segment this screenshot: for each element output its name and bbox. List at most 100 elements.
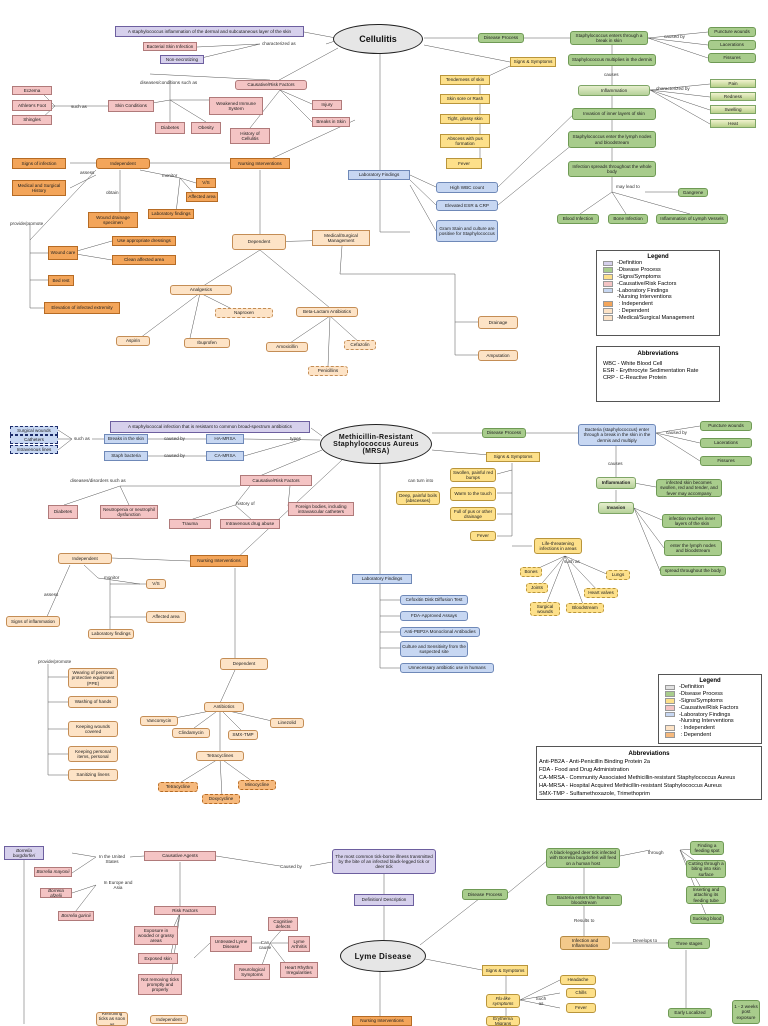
culture-sensitivity: Culture and Sensitivity from the suspect… xyxy=(400,641,468,657)
aspirin: Aspirin xyxy=(116,336,150,346)
legend-2-title: Legend xyxy=(699,678,721,684)
obtain-label: obtain xyxy=(106,190,119,195)
legend-swatch xyxy=(665,705,675,711)
characterized-by-label: characterized by xyxy=(656,86,690,91)
wearing-ppe: Wearing of personal protective equipment… xyxy=(68,668,118,688)
infection-spreads: Infection spreads throughout the whole b… xyxy=(568,161,656,177)
abbreviation-item: SMX-TMP - Sulfamethoxazole, Trimethoprim xyxy=(539,791,650,797)
infection-reaches-layers: infection reaches inner layers of the sk… xyxy=(662,514,722,528)
deep-painful-boils: Deep, painful boils (abscesses) xyxy=(396,491,440,505)
gram-stain: Gram Stain and culture are positive for … xyxy=(436,220,498,242)
keeping-wounds-covered: Keeping wounds covered xyxy=(68,721,118,737)
legend-1-item-3: Causative/Risk Factors xyxy=(618,280,677,287)
clindamycin: Clindamycin xyxy=(172,728,210,738)
early-localized: Early Localized xyxy=(668,1008,712,1018)
legend-swatch xyxy=(665,684,675,691)
erythema-migrans: Erythema Migrans xyxy=(486,1016,520,1026)
cefazolin: Cefazolin xyxy=(344,340,376,350)
legend-2-item-1: Disease Process xyxy=(680,691,723,698)
such-as-label: such as xyxy=(71,104,87,109)
mrsa-fissures: Fissures xyxy=(700,456,752,466)
assess-label: assess xyxy=(44,592,59,597)
legend-1-row: - Definition xyxy=(603,260,719,267)
bloodstream: Bloodstream xyxy=(566,603,604,613)
joints: Joints xyxy=(526,583,548,593)
lymph-vessels-inflammation: Inflammation of Lymph Vessels xyxy=(656,214,728,224)
pus-drainage: Full of pus or other drainage xyxy=(450,507,496,521)
abbreviation-item: ESR - Erythrocyte Sedimentation Rate xyxy=(603,368,699,374)
swollen-red-bumps: Swollen, painful red bumps xyxy=(450,468,496,482)
lyme-disease-process: Disease Process xyxy=(462,889,508,900)
mrsa-nursing-interventions: Nursing Interventions xyxy=(190,555,248,567)
mrsa-title-line-1: Methicillin-Resistant xyxy=(338,433,414,441)
results-to-label: Results to xyxy=(574,918,595,923)
gangrene: Gangrene xyxy=(678,188,708,197)
legend-1-row: - Signs/Symptoms xyxy=(603,274,719,281)
unnecessary-antibiotic: Unnecessary antibiotic use in humans xyxy=(400,663,494,673)
flu-like-symptoms: Flu-like symptoms xyxy=(486,994,520,1008)
legend-1-title: Legend xyxy=(647,254,669,260)
mrsa-invasion: Invasion xyxy=(598,502,634,514)
lyme-independent: Independent xyxy=(150,1015,188,1024)
spread-throughout-body: spread throughout the body xyxy=(660,566,726,576)
legend-1-row: - Nursing Interventions xyxy=(603,294,719,301)
dependent: Dependent xyxy=(232,234,286,250)
legend-2-row: - Causative/Risk Factors xyxy=(665,704,761,711)
weakened-immune-system: Weakened Immune System xyxy=(209,97,263,115)
caused-by-label: Caused by xyxy=(280,864,302,869)
keeping-personal-items: Keeping personal items, personal xyxy=(68,746,118,762)
staph-bacteria: Staph bacteria xyxy=(104,451,148,461)
antibiotics: Antibiotics xyxy=(204,702,244,712)
mrsa-fever: Fever xyxy=(470,531,496,541)
medical-surgical-history: Medical and Surgical History xyxy=(12,180,66,196)
legend-swatch xyxy=(603,287,613,294)
legend-1-row: - Laboratory Findings xyxy=(603,287,719,294)
such-as-label: such as xyxy=(74,436,90,441)
legend-swatch xyxy=(603,308,613,314)
such-as-label-2: such as xyxy=(564,559,580,564)
history-of-label: history of xyxy=(236,501,255,506)
catheters: Catheters xyxy=(10,435,58,444)
borrelia-garinii: Borrelia garinii xyxy=(58,911,94,921)
causative-risk-factors: Causative/Risk Factors xyxy=(235,80,307,90)
mrsa-vs: V/S xyxy=(146,579,166,589)
mrsa-title-line-3: (MRSA) xyxy=(362,447,390,455)
monitor-label: monitor xyxy=(162,173,178,178)
legend-2-item-4: Laboratory Findings xyxy=(680,711,731,718)
legend-1-item-0: Definition xyxy=(618,260,643,267)
borrelia-afzelii: Borrelia afzelii xyxy=(40,888,72,898)
heart-valves: Heart valves xyxy=(584,588,618,598)
legend-2-item-5: Nursing Interventions xyxy=(680,718,734,725)
trauma: Trauma xyxy=(169,519,211,529)
athletes-foot: Athlete's Foot xyxy=(12,100,52,111)
minocycline: Minocycline xyxy=(238,780,276,790)
borrelia-burgdorferi: Borrelia burgdorferi xyxy=(4,846,44,860)
develops-to-label: Develops to xyxy=(632,938,658,943)
eczema: Eczema xyxy=(12,86,52,95)
surgical-wounds-site: Surgical wounds xyxy=(530,602,560,616)
not-removing-ticks: Not removing ticks promptly and properly xyxy=(138,974,182,995)
causative-agents: Causative Agents xyxy=(144,851,216,861)
lungs: Lungs xyxy=(606,570,630,580)
puncture-wounds: Puncture wounds xyxy=(708,27,756,37)
bacterial-skin-infection: Bacterial Skin Infection xyxy=(143,42,197,51)
laboratory-findings-monitor: Laboratory findings xyxy=(148,209,194,219)
legend-2-row: - Disease Process xyxy=(665,691,761,698)
anti-pbp2a: Anti-PBP2A Monoclonal Antibodies xyxy=(400,627,480,637)
assess-label: assess xyxy=(80,170,95,175)
borrelia-mayonii: Borrelia mayonii xyxy=(34,867,72,877)
cellulitis-title: Cellulitis xyxy=(333,24,423,54)
foreign-bodies: Foreign bodies, including intravascular … xyxy=(288,502,354,516)
legend-1-item-6: : Independent xyxy=(618,301,653,308)
wound-care: Wound care xyxy=(48,246,78,260)
tetracyclines: Tetracyclines xyxy=(196,751,244,761)
legend-swatch xyxy=(603,260,613,267)
cognitive-defects: Cognitive defects xyxy=(268,917,298,931)
legend-1-row: : Independent xyxy=(603,301,719,308)
definition-description: Definition/ Description xyxy=(354,894,414,906)
legend-swatch xyxy=(665,732,675,738)
intravenous-lines: Intravenous lines xyxy=(10,445,58,454)
legend-swatch xyxy=(603,301,613,307)
